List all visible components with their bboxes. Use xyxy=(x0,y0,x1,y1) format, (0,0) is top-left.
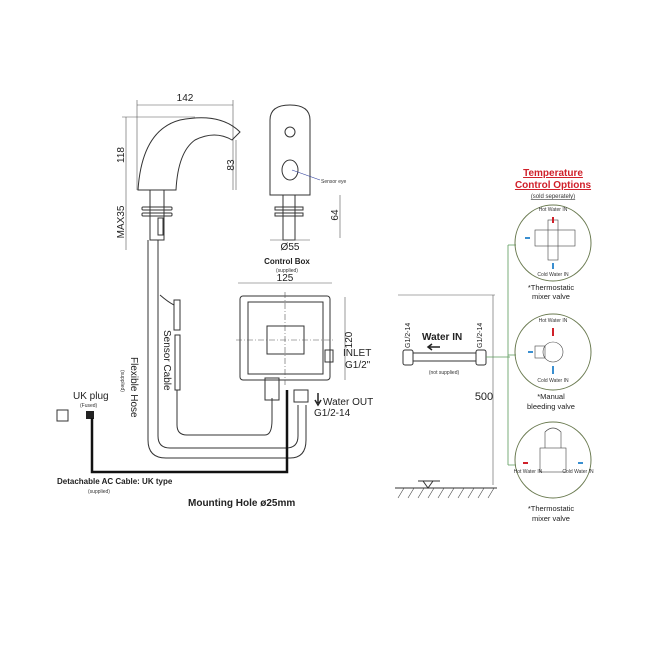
svg-text:Hot Water IN: Hot Water IN xyxy=(539,318,568,324)
svg-text:Cold Water IN: Cold Water IN xyxy=(562,469,594,475)
spout-body xyxy=(137,117,241,191)
water-in-label: Water IN xyxy=(422,332,462,343)
inlet-thread: G1/2" xyxy=(345,360,371,371)
max-deck-dim: MAX35 xyxy=(116,205,127,238)
hoses-cables: Sensor Cable Flexible Hose (supplied) UK… xyxy=(56,240,309,509)
uk-plug-note: (Fused) xyxy=(80,403,98,409)
sensor-eye-label: Sensor eye xyxy=(321,179,347,185)
shank-dim: 64 xyxy=(330,209,341,221)
spout-height-dim: 83 xyxy=(226,159,237,171)
control-box: 125 120 INLET G1/2" Water OUT G1/2-14 xyxy=(236,273,373,419)
thread-left: G1/2-14 xyxy=(405,323,412,348)
water-in-arrow-icon xyxy=(426,343,440,351)
options-subtitle: (sold seperately) xyxy=(531,194,575,200)
control-box-title: Control Box xyxy=(264,257,310,266)
svg-text:*Thermostatic: *Thermostatic xyxy=(528,504,575,513)
tap-front-view: Sensor eye 64 Ø55 Control Box (supplied) xyxy=(264,104,347,274)
svg-text:mixer valve: mixer valve xyxy=(532,514,570,523)
tap-height-dim: 118 xyxy=(116,147,127,163)
uk-plug-label: UK plug xyxy=(73,391,109,402)
tap-width-dim: 142 xyxy=(177,93,194,104)
option-thermostatic-1: Hot Water IN Cold Water IN *Thermostatic… xyxy=(514,204,592,301)
box-height-dim: 120 xyxy=(344,331,355,348)
inlet-label: INLET xyxy=(343,348,371,359)
control-box-note: (supplied) xyxy=(276,268,298,274)
flexible-hose-label: Flexible Hose xyxy=(128,357,139,418)
ac-cable xyxy=(90,390,289,474)
tap-shank xyxy=(149,189,165,241)
box-width-dim: 125 xyxy=(277,273,294,284)
svg-text:Cold Water IN: Cold Water IN xyxy=(537,378,569,384)
sensor-eye-icon xyxy=(281,159,299,181)
thread-right: G1/2-14 xyxy=(477,323,484,348)
options-title-2: Control Options xyxy=(515,180,592,191)
svg-text:Cold Water IN: Cold Water IN xyxy=(537,272,569,278)
supply-height-dim: 500 xyxy=(475,391,493,403)
svg-text:*Manual: *Manual xyxy=(537,392,565,401)
water-supply: 500 Water IN G1/2-14 G1/2-14 (not suppli… xyxy=(395,294,510,499)
svg-text:Hot Water IN: Hot Water IN xyxy=(514,469,543,475)
option-manual-bleeding: Hot Water IN Cold Water IN *Manual bleed… xyxy=(514,313,592,411)
ac-cable-label: Detachable AC Cable: UK type xyxy=(57,477,173,486)
options-title-1: Temperature xyxy=(523,168,583,179)
sensor-cable-label: Sensor Cable xyxy=(161,330,172,391)
svg-text:*Thermostatic: *Thermostatic xyxy=(528,283,575,292)
tap-side-view: 142 118 83 MAX35 xyxy=(116,93,241,250)
diameter-dim: Ø55 xyxy=(281,242,300,253)
uk-socket-icon xyxy=(56,409,69,422)
option-thermostatic-2: Hot Water IN Cold Water IN *Thermostatic… xyxy=(514,421,594,523)
mounting-hole-label: Mounting Hole ø25mm xyxy=(188,498,295,509)
flexible-hose-note: (supplied) xyxy=(119,370,125,392)
svg-text:bleeding valve: bleeding valve xyxy=(527,402,575,411)
temperature-options: Temperature Control Options (sold sepera… xyxy=(507,168,594,523)
svg-text:mixer valve: mixer valve xyxy=(532,292,570,301)
ac-cable-note: (supplied) xyxy=(88,489,110,495)
outlet-thread: G1/2-14 xyxy=(314,408,351,419)
hose-note: (not supplied) xyxy=(429,370,460,376)
svg-text:Hot Water IN: Hot Water IN xyxy=(539,207,568,213)
water-out-label: Water OUT xyxy=(323,397,373,408)
water-out-arrow-icon xyxy=(314,393,322,407)
